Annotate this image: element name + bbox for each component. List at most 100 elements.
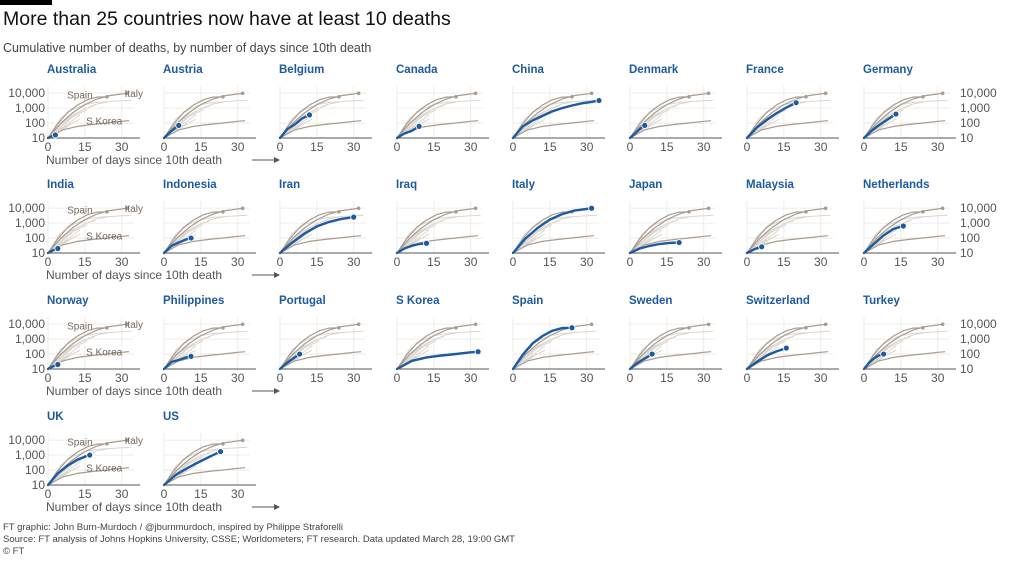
reference-line-italy: [163, 207, 243, 254]
reference-end-dot: [454, 209, 458, 214]
reference-end-dot: [337, 94, 341, 99]
reference-line-s-korea: [512, 235, 595, 254]
reference-end-dot: [687, 209, 691, 214]
reference-line-s-korea: [47, 120, 130, 139]
x-tick-label: 15: [543, 140, 557, 154]
reference-end-dot: [706, 322, 711, 327]
reference-end-dot: [570, 94, 574, 99]
y-tick-label: 10: [32, 131, 46, 145]
reference-line-italy: [47, 207, 127, 254]
reference-end-dot: [921, 209, 925, 214]
x-tick-label: 30: [580, 255, 594, 269]
reference-end-dot: [687, 325, 691, 330]
panel-indonesia: Indonesia 0 15 30: [161, 179, 256, 269]
reference-end-dot: [687, 94, 691, 99]
country-label: Switzerland: [746, 295, 810, 307]
x-tick-label: 30: [464, 140, 478, 154]
reference-end-dot: [589, 91, 594, 96]
reference-line-italy: [629, 207, 709, 254]
background-line: [396, 224, 437, 254]
reference-label-italy: Italy: [125, 436, 143, 447]
x-axis-caption-arrowhead: [274, 504, 280, 510]
x-tick-label: 15: [894, 255, 908, 269]
background-line: [279, 99, 364, 139]
x-tick-label: 0: [744, 371, 751, 385]
x-tick-label: 30: [814, 255, 828, 269]
x-tick-label: 0: [627, 140, 634, 154]
reference-end-dot: [940, 91, 945, 96]
x-tick-label: 15: [427, 255, 441, 269]
reference-line-italy: [47, 92, 127, 139]
ft-top-bar: [0, 0, 52, 5]
reference-line-italy: [746, 92, 826, 139]
reference-end-dot: [337, 325, 341, 330]
x-tick-label: 30: [931, 371, 945, 385]
y-tick-label: 10,000: [960, 317, 997, 331]
y-tick-label: 10: [32, 246, 46, 260]
x-tick-label: 30: [580, 140, 594, 154]
x-tick-label: 0: [510, 255, 517, 269]
reference-line-s-korea: [512, 351, 595, 370]
reference-end-dot: [804, 94, 808, 99]
reference-line-italy: [396, 323, 476, 370]
x-axis-caption: Number of days since 10th death: [46, 153, 222, 167]
x-tick-label: 15: [78, 140, 92, 154]
reference-line-spain: [163, 211, 224, 254]
x-tick-label: 0: [627, 255, 634, 269]
y-tick-label: 1,000: [15, 216, 45, 230]
reference-line-s-korea: [279, 351, 362, 370]
x-tick-label: 15: [310, 255, 324, 269]
reference-line-spain: [279, 327, 340, 370]
y-tick-label: 10,000: [960, 201, 997, 215]
background-line: [163, 214, 248, 254]
highlight-end-dot: [595, 97, 603, 104]
x-tick-label: 15: [777, 371, 791, 385]
country-label: Belgium: [279, 64, 324, 76]
highlight-line: [745, 346, 788, 371]
background-line: [863, 214, 948, 254]
x-tick-label: 0: [861, 371, 868, 385]
x-tick-label: 30: [115, 371, 129, 385]
y-tick-label: 10: [960, 362, 974, 376]
background-line: [163, 99, 248, 139]
reference-line-italy: [863, 207, 943, 254]
reference-line-italy: [863, 323, 943, 370]
x-axis-caption: Number of days since 10th death: [46, 268, 222, 282]
x-tick-label: 0: [161, 255, 168, 269]
x-tick-label: 15: [194, 255, 208, 269]
x-tick-label: 0: [277, 255, 284, 269]
country-label: Australia: [47, 64, 97, 76]
reference-end-dot: [240, 438, 245, 443]
highlight-end-dot: [588, 204, 596, 212]
country-label: Indonesia: [163, 179, 217, 191]
reference-end-dot: [105, 209, 109, 214]
reference-end-dot: [124, 438, 129, 443]
x-tick-label: 0: [394, 140, 401, 154]
reference-end-dot: [454, 94, 458, 99]
background-line: [163, 446, 248, 486]
x-tick-label: 15: [427, 371, 441, 385]
x-tick-label: 15: [78, 371, 92, 385]
y-tick-label: 100: [25, 463, 45, 477]
reference-label-spain: Spain: [67, 438, 93, 449]
highlight-end-dot: [641, 121, 649, 129]
footer-source: Source: FT analysis of Johns Hopkins Uni…: [3, 534, 515, 545]
country-label: India: [47, 179, 74, 191]
y-tick-label: 10: [960, 131, 974, 145]
x-tick-label: 30: [697, 255, 711, 269]
country-label: S Korea: [396, 295, 440, 307]
reference-end-dot: [589, 322, 594, 327]
y-tick-label: 1,000: [960, 332, 990, 346]
x-tick-label: 0: [45, 371, 52, 385]
x-tick-label: 15: [543, 371, 557, 385]
reference-line-italy: [746, 323, 826, 370]
reference-end-dot: [356, 206, 361, 211]
x-tick-label: 30: [231, 255, 245, 269]
reference-end-dot: [221, 325, 225, 330]
reference-end-dot: [940, 206, 945, 211]
x-tick-label: 30: [464, 255, 478, 269]
